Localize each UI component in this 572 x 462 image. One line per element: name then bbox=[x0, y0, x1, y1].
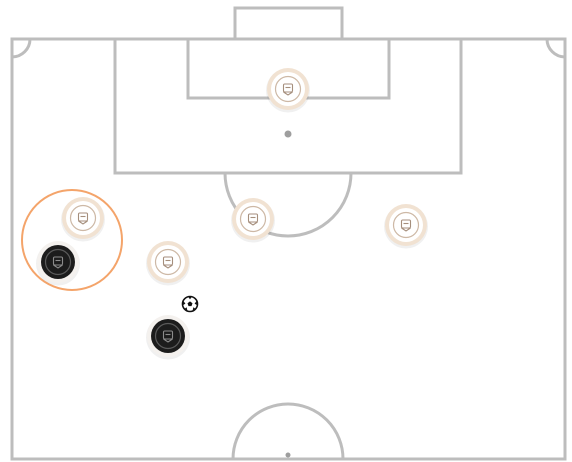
player-marker-away[interactable] bbox=[36, 241, 80, 286]
player-marker-home[interactable] bbox=[384, 204, 428, 249]
crest-icon bbox=[52, 256, 64, 269]
soccer-ball-icon[interactable] bbox=[181, 295, 199, 313]
player-marker-away[interactable] bbox=[146, 315, 190, 360]
crest-icon bbox=[400, 219, 412, 232]
player-marker-home[interactable] bbox=[231, 198, 275, 243]
center-circle-arc bbox=[231, 402, 345, 460]
crest-icon bbox=[162, 256, 174, 269]
crest-icon bbox=[77, 212, 89, 225]
player-marker-home[interactable] bbox=[146, 241, 190, 286]
penalty-spot bbox=[284, 130, 292, 138]
center-spot bbox=[285, 452, 291, 458]
player-markers bbox=[36, 68, 428, 360]
penalty-arc bbox=[223, 172, 353, 238]
corner-arc-right bbox=[545, 38, 566, 59]
crest-icon bbox=[282, 83, 294, 96]
corner-arc-left bbox=[11, 38, 32, 59]
selection-highlight-zone bbox=[21, 189, 123, 291]
crest-icon bbox=[247, 213, 259, 226]
crest-icon bbox=[162, 330, 174, 343]
player-marker-home[interactable] bbox=[266, 68, 310, 113]
goal bbox=[233, 6, 344, 41]
player-marker-home[interactable] bbox=[61, 197, 105, 242]
